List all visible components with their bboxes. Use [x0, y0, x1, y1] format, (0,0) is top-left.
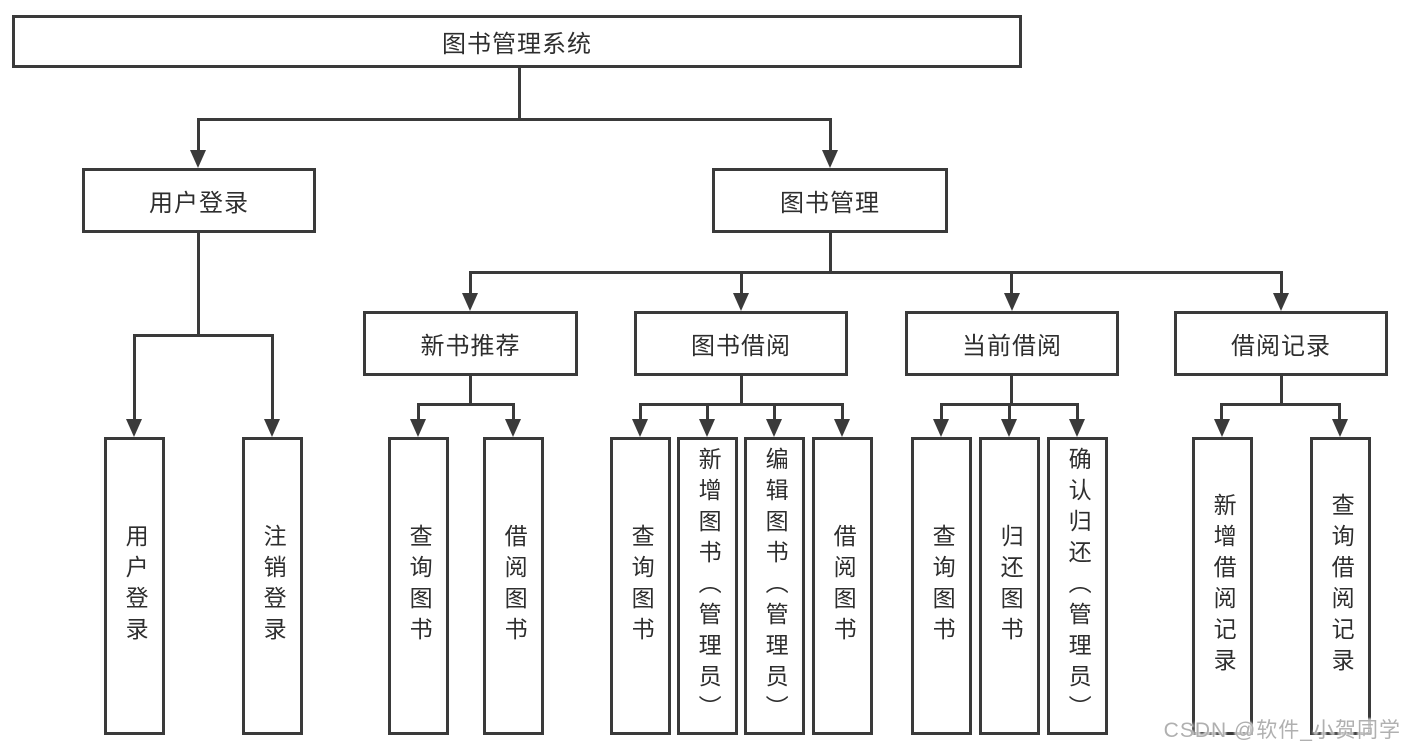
leaf-query-books-borrowing: 查询图书	[610, 437, 671, 735]
arrow-down-icon	[632, 419, 648, 437]
connector-line	[639, 403, 642, 422]
leaf-confirm-return-admin: 确认归还（管理员）	[1047, 437, 1108, 735]
arrow-down-icon	[766, 419, 782, 437]
leaf-add-book-admin: 新增图书（管理员）	[677, 437, 738, 735]
arrow-down-icon	[126, 419, 142, 437]
arrow-down-icon	[264, 419, 280, 437]
node-label: 用户登录	[122, 524, 149, 648]
connector-line	[841, 403, 844, 422]
node-new-book-recommendation: 新书推荐	[363, 311, 578, 376]
connector-line	[639, 403, 844, 406]
leaf-edit-book-admin: 编辑图书（管理员）	[744, 437, 805, 735]
connector-line	[1010, 271, 1013, 295]
node-label: 编辑图书（管理员）	[762, 446, 789, 726]
connector-line	[1280, 271, 1283, 295]
leaf-return-books: 归还图书	[979, 437, 1040, 735]
connector-line	[706, 403, 709, 422]
arrow-down-icon	[822, 150, 838, 168]
node-label: 确认归还（管理员）	[1065, 446, 1092, 726]
node-label: 归还图书	[997, 524, 1024, 648]
arrow-down-icon	[1273, 293, 1289, 311]
node-library-management-system: 图书管理系统	[12, 15, 1022, 68]
node-label: 查询借阅记录	[1328, 493, 1355, 679]
node-current-borrowing: 当前借阅	[905, 311, 1119, 376]
connector-line	[197, 118, 832, 121]
leaf-user-login: 用户登录	[104, 437, 165, 735]
connector-line	[469, 271, 472, 295]
connector-line	[197, 233, 200, 337]
node-label: 新增图书（管理员）	[695, 446, 722, 726]
leaf-query-books-current: 查询图书	[911, 437, 972, 735]
connector-line	[417, 403, 420, 422]
connector-line	[740, 271, 743, 295]
connector-line	[518, 67, 521, 120]
connector-line	[829, 233, 832, 274]
leaf-query-borrow-record: 查询借阅记录	[1310, 437, 1371, 735]
connector-line	[133, 334, 136, 422]
node-label: 借阅记录	[1231, 333, 1331, 360]
arrow-down-icon	[505, 419, 521, 437]
node-label: 注销登录	[260, 524, 287, 648]
connector-line	[1008, 403, 1011, 422]
node-user-login: 用户登录	[82, 168, 316, 233]
arrow-down-icon	[1214, 419, 1230, 437]
leaf-borrow-books-borrowing: 借阅图书	[812, 437, 873, 735]
node-label: 图书管理	[780, 190, 880, 217]
arrow-down-icon	[733, 293, 749, 311]
connector-line	[133, 334, 274, 337]
leaf-add-borrow-record: 新增借阅记录	[1192, 437, 1253, 735]
leaf-logout: 注销登录	[242, 437, 303, 735]
connector-line	[417, 403, 515, 406]
arrow-down-icon	[1001, 419, 1017, 437]
node-label: 图书借阅	[691, 333, 791, 360]
node-label: 新书推荐	[420, 333, 521, 360]
connector-line	[1220, 403, 1341, 406]
node-book-borrowing: 图书借阅	[634, 311, 848, 376]
node-label: 借阅图书	[830, 524, 857, 648]
connector-line	[940, 403, 943, 422]
node-label: 查询图书	[406, 524, 433, 648]
connector-line	[469, 271, 1283, 274]
connector-line	[512, 403, 515, 422]
connector-line	[1076, 403, 1079, 422]
leaf-query-books-recommend: 查询图书	[388, 437, 449, 735]
node-label: 图书管理系统	[442, 31, 592, 58]
node-label: 新增借阅记录	[1210, 493, 1237, 679]
arrow-down-icon	[190, 150, 206, 168]
connector-line	[469, 376, 472, 406]
arrow-down-icon	[1004, 293, 1020, 311]
leaf-borrow-books-recommend: 借阅图书	[483, 437, 544, 735]
node-borrowing-records: 借阅记录	[1174, 311, 1388, 376]
node-label: 查询图书	[628, 524, 655, 648]
arrow-down-icon	[410, 419, 426, 437]
node-label: 查询图书	[929, 524, 956, 648]
arrow-down-icon	[699, 419, 715, 437]
node-book-management: 图书管理	[712, 168, 948, 233]
arrow-down-icon	[462, 293, 478, 311]
connector-line	[271, 334, 274, 422]
arrow-down-icon	[834, 419, 850, 437]
csdn-watermark: CSDN @软件_小贺同学	[1163, 719, 1401, 742]
connector-line	[1010, 376, 1013, 406]
connector-line	[740, 376, 743, 406]
connector-line	[1338, 403, 1341, 422]
connector-line	[1220, 403, 1223, 422]
arrow-down-icon	[1069, 419, 1085, 437]
node-label: 用户登录	[149, 190, 249, 217]
connector-line	[829, 118, 832, 153]
node-label: 借阅图书	[501, 524, 528, 648]
connector-line	[1280, 376, 1283, 406]
arrow-down-icon	[933, 419, 949, 437]
connector-line	[197, 118, 200, 153]
arrow-down-icon	[1332, 419, 1348, 437]
connector-line	[773, 403, 776, 422]
node-label: 当前借阅	[962, 333, 1062, 360]
